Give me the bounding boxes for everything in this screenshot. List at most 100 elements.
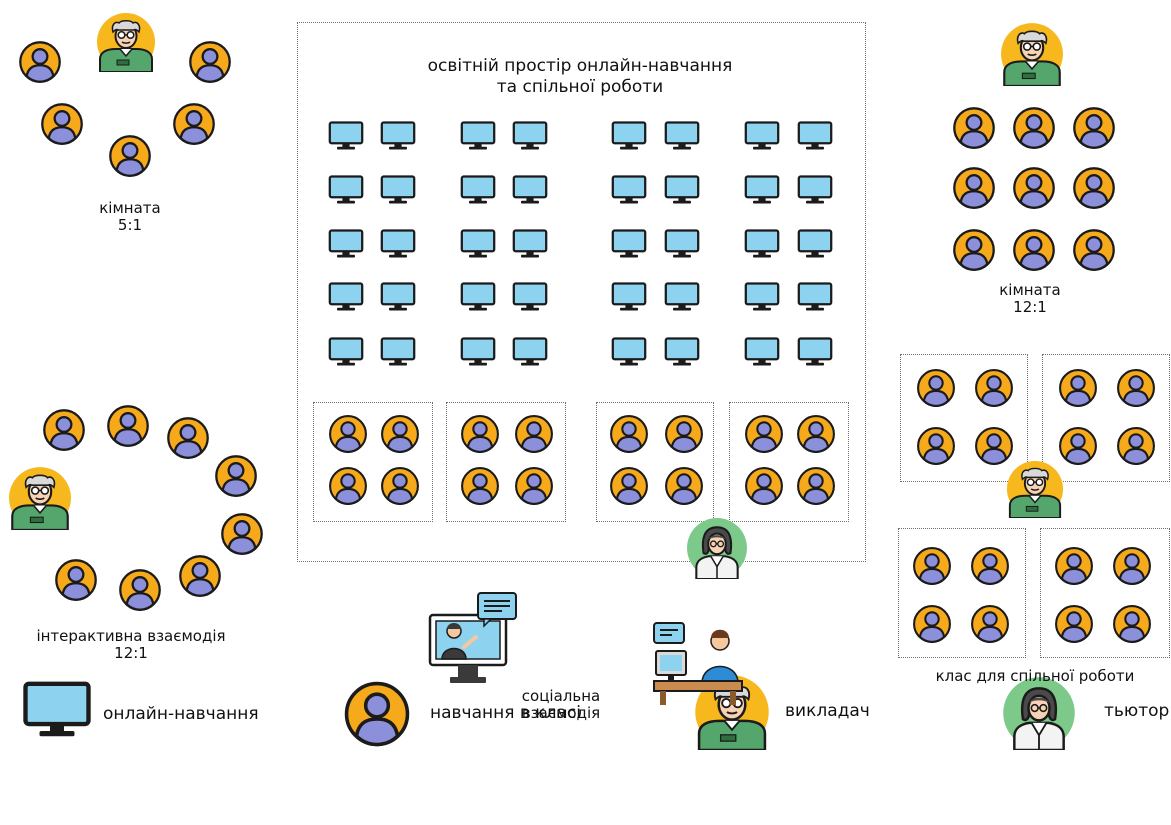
student-avatar-icon — [797, 415, 835, 453]
student-avatar-icon — [1113, 547, 1151, 585]
computer-monitor-icon — [611, 282, 647, 312]
social-line1: соціальна — [521, 687, 601, 705]
computer-monitor-icon — [797, 175, 833, 205]
student-avatar-icon — [515, 415, 553, 453]
student-avatar-icon — [665, 415, 703, 453]
legend-online-label: онлайн-навчання — [103, 704, 259, 724]
main-learning-space-box — [297, 22, 866, 562]
student-avatar-icon — [1117, 369, 1155, 407]
student-avatar-icon — [1013, 167, 1055, 209]
computer-monitor-icon — [460, 282, 496, 312]
student-avatar-icon — [329, 415, 367, 453]
computer-monitor-icon — [328, 282, 364, 312]
student-avatar-icon — [913, 605, 951, 643]
computer-monitor-icon — [512, 229, 548, 259]
group-box-4 — [729, 402, 849, 522]
student-avatar-icon — [43, 409, 85, 451]
room-12-1-line1: кімната — [999, 281, 1061, 299]
teacher-avatar-icon — [1006, 460, 1064, 518]
legend-classroom-label: навчання в класі — [430, 703, 581, 723]
student-avatar-icon — [1013, 107, 1055, 149]
computer-monitor-icon — [380, 229, 416, 259]
interactive-label: інтерактивна взаємодія 12:1 — [0, 628, 262, 662]
computer-monitor-icon — [744, 175, 780, 205]
student-avatar-icon — [461, 415, 499, 453]
collab-box-3 — [898, 528, 1026, 658]
collab-box-4 — [1040, 528, 1170, 658]
main-space-title-line2: та спільної роботи — [496, 77, 664, 97]
computer-monitor-icon — [611, 229, 647, 259]
computer-monitor-icon — [744, 337, 780, 367]
legend-tutor-label: тьютор — [1104, 701, 1170, 721]
computer-monitor-icon — [611, 121, 647, 151]
computer-monitor-icon — [512, 337, 548, 367]
room-5-1-line1: кімната — [99, 199, 161, 217]
student-avatar-icon — [215, 455, 257, 497]
computer-monitor-icon — [460, 121, 496, 151]
student-avatar-icon — [953, 167, 995, 209]
collab-class-label: клас для спільної роботи — [935, 667, 1135, 685]
group-box-1 — [313, 402, 433, 522]
student-avatar-icon — [610, 415, 648, 453]
student-avatar-icon — [797, 467, 835, 505]
student-avatar-icon — [1073, 107, 1115, 149]
computer-monitor-icon — [611, 175, 647, 205]
social-line2: взаємодія — [521, 704, 601, 722]
student-avatar-icon — [953, 107, 995, 149]
computer-monitor-icon — [512, 175, 548, 205]
student-avatar-icon — [971, 605, 1009, 643]
computer-monitor-icon — [328, 175, 364, 205]
social-label: соціальна взаємодія — [502, 688, 620, 722]
computer-monitor-icon — [797, 337, 833, 367]
legend-computer-monitor-icon — [22, 680, 92, 740]
student-avatar-icon — [610, 467, 648, 505]
desk-worker-icon — [653, 622, 743, 705]
computer-monitor-icon — [744, 229, 780, 259]
teacher-avatar-icon — [1000, 22, 1064, 86]
student-avatar-icon — [109, 135, 151, 177]
computer-monitor-icon — [664, 282, 700, 312]
student-avatar-icon — [1059, 427, 1097, 465]
computer-monitor-icon — [611, 337, 647, 367]
computer-monitor-icon — [797, 282, 833, 312]
student-avatar-icon — [1073, 167, 1115, 209]
computer-monitor-icon — [380, 121, 416, 151]
legend-teacher-label: викладач — [785, 701, 870, 721]
computer-monitor-icon — [380, 282, 416, 312]
student-avatar-icon — [1013, 229, 1055, 271]
student-avatar-icon — [381, 467, 419, 505]
student-avatar-icon — [461, 467, 499, 505]
student-avatar-icon — [179, 555, 221, 597]
computer-monitor-icon — [797, 121, 833, 151]
student-avatar-icon — [917, 369, 955, 407]
computer-monitor-icon — [664, 229, 700, 259]
student-avatar-icon — [344, 681, 410, 747]
computer-monitor-icon — [328, 229, 364, 259]
legend-tutor-avatar-icon — [1002, 676, 1076, 750]
student-avatar-icon — [665, 467, 703, 505]
teacher-avatar-icon — [96, 12, 156, 72]
student-avatar-icon — [913, 547, 951, 585]
student-avatar-icon — [1113, 605, 1151, 643]
room-5-1-label: кімната 5:1 — [60, 200, 200, 234]
computer-monitor-icon — [512, 121, 548, 151]
computer-monitor-icon — [380, 337, 416, 367]
computer-monitor-icon — [328, 337, 364, 367]
student-avatar-icon — [41, 103, 83, 145]
main-space-title: освітній простір онлайн-навчання та спіл… — [340, 56, 820, 98]
room-12-1-line2: 12:1 — [1013, 298, 1047, 316]
student-avatar-icon — [975, 369, 1013, 407]
computer-monitor-icon — [664, 121, 700, 151]
computer-monitor-icon — [460, 337, 496, 367]
student-avatar-icon — [1059, 369, 1097, 407]
interactive-line1: інтерактивна взаємодія — [36, 627, 226, 645]
room-5-1-line2: 5:1 — [117, 216, 143, 234]
room-12-1-label: кімната 12:1 — [960, 282, 1100, 316]
computer-monitor-icon — [460, 229, 496, 259]
student-avatar-icon — [1055, 547, 1093, 585]
computer-monitor-icon — [744, 121, 780, 151]
student-avatar-icon — [515, 467, 553, 505]
computer-monitor-icon — [460, 175, 496, 205]
student-avatar-icon — [107, 405, 149, 447]
computer-monitor-icon — [380, 175, 416, 205]
